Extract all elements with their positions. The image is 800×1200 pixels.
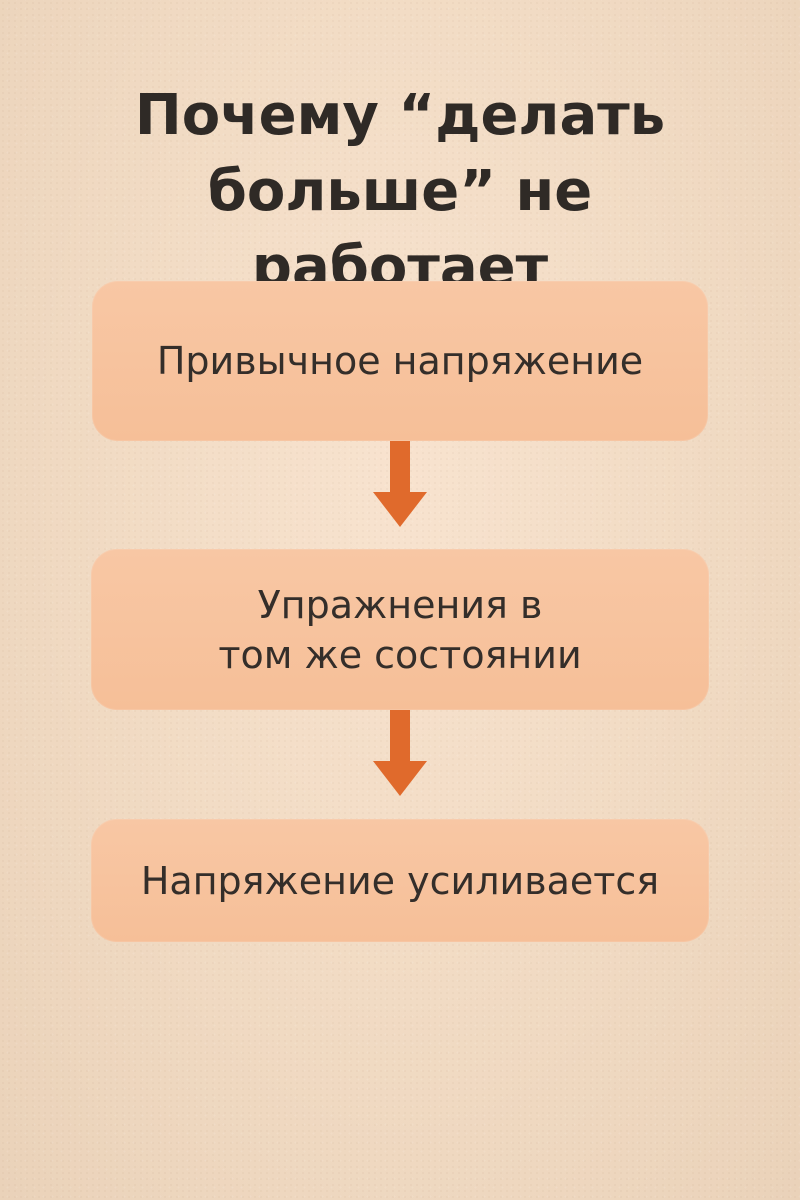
title-line-1: Почему “делать [134,83,666,148]
arrow-down-icon [373,441,427,527]
step-box-habitual-tension: Привычное напряжение [92,281,708,441]
step-box-tension-increases: Напряжение усиливается [91,819,709,942]
step-3-label: Напряжение усиливается [140,858,660,903]
step-box-exercises-same-state: Упражнения в том же состоянии [91,549,709,710]
step-2-label-line-1: Упражнения в [257,582,543,627]
arrow-down-icon [373,710,427,796]
step-2-label-line-2: том же состоянии [218,632,582,677]
page-title: Почему “делать больше” не работает [80,78,720,306]
step-1-label: Привычное напряжение [156,339,644,383]
